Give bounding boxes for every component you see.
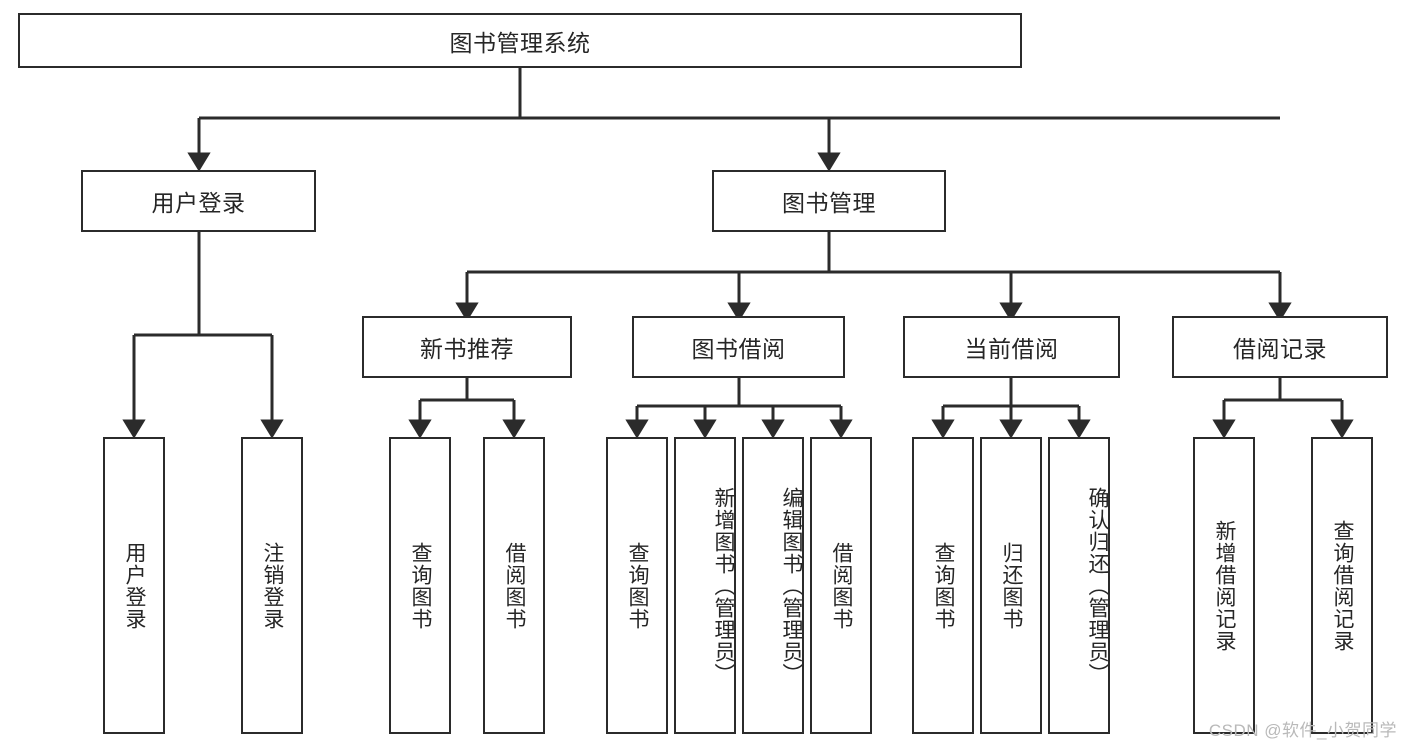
leaf-borrow-book-borrowing[interactable]: 借阅图书 bbox=[810, 437, 872, 734]
node-label: 用户登录 bbox=[151, 190, 246, 216]
node-label: 新增借阅记录 bbox=[1213, 519, 1237, 652]
node-label: 编辑图书（管理员） bbox=[780, 486, 803, 685]
node-borrowing-record[interactable]: 借阅记录 bbox=[1172, 316, 1388, 378]
leaf-query-book-newbook[interactable]: 查询图书 bbox=[389, 437, 451, 734]
node-label: 借阅图书 bbox=[503, 541, 527, 630]
node-current-borrowing[interactable]: 当前借阅 bbox=[903, 316, 1120, 378]
leaf-logout-login[interactable]: 注销登录 bbox=[241, 437, 303, 734]
node-root-library-management-system[interactable]: 图书管理系统 bbox=[18, 13, 1022, 68]
node-label: 当前借阅 bbox=[964, 336, 1059, 362]
node-label: 图书管理系统 bbox=[449, 29, 591, 56]
node-label: 新书推荐 bbox=[420, 336, 514, 362]
watermark-text: CSDN @软件_小贺同学 bbox=[1208, 721, 1397, 740]
node-label: 归还图书 bbox=[1000, 541, 1024, 630]
leaf-confirm-return-admin[interactable]: 确认归还（管理员） bbox=[1048, 437, 1110, 734]
node-book-borrowing[interactable]: 图书借阅 bbox=[632, 316, 845, 378]
node-label: 图书管理 bbox=[782, 190, 876, 216]
node-new-book-recommendation[interactable]: 新书推荐 bbox=[362, 316, 572, 378]
node-label: 查询图书 bbox=[932, 541, 956, 630]
node-user-login[interactable]: 用户登录 bbox=[81, 170, 316, 232]
leaf-borrow-book-newbook[interactable]: 借阅图书 bbox=[483, 437, 545, 734]
node-label: 查询借阅记录 bbox=[1331, 519, 1355, 652]
node-label: 借阅图书 bbox=[830, 541, 854, 630]
node-label: 注销登录 bbox=[261, 541, 285, 630]
leaf-query-book-borrowing[interactable]: 查询图书 bbox=[606, 437, 668, 734]
leaf-query-book-current[interactable]: 查询图书 bbox=[912, 437, 974, 734]
node-label: 新增图书（管理员） bbox=[712, 486, 735, 685]
node-label: 查询图书 bbox=[626, 541, 650, 630]
node-label: 查询图书 bbox=[409, 541, 433, 630]
leaf-add-borrowing-record[interactable]: 新增借阅记录 bbox=[1193, 437, 1255, 734]
leaf-add-book-admin[interactable]: 新增图书（管理员） bbox=[674, 437, 736, 734]
node-label: 图书借阅 bbox=[691, 336, 786, 362]
node-label: 用户登录 bbox=[123, 541, 147, 630]
leaf-user-login[interactable]: 用户登录 bbox=[103, 437, 165, 734]
node-book-management[interactable]: 图书管理 bbox=[712, 170, 946, 232]
node-label: 确认归还（管理员） bbox=[1086, 486, 1109, 685]
node-label: 借阅记录 bbox=[1233, 336, 1327, 362]
leaf-return-book[interactable]: 归还图书 bbox=[980, 437, 1042, 734]
leaf-query-borrowing-record[interactable]: 查询借阅记录 bbox=[1311, 437, 1373, 734]
leaf-edit-book-admin[interactable]: 编辑图书（管理员） bbox=[742, 437, 804, 734]
